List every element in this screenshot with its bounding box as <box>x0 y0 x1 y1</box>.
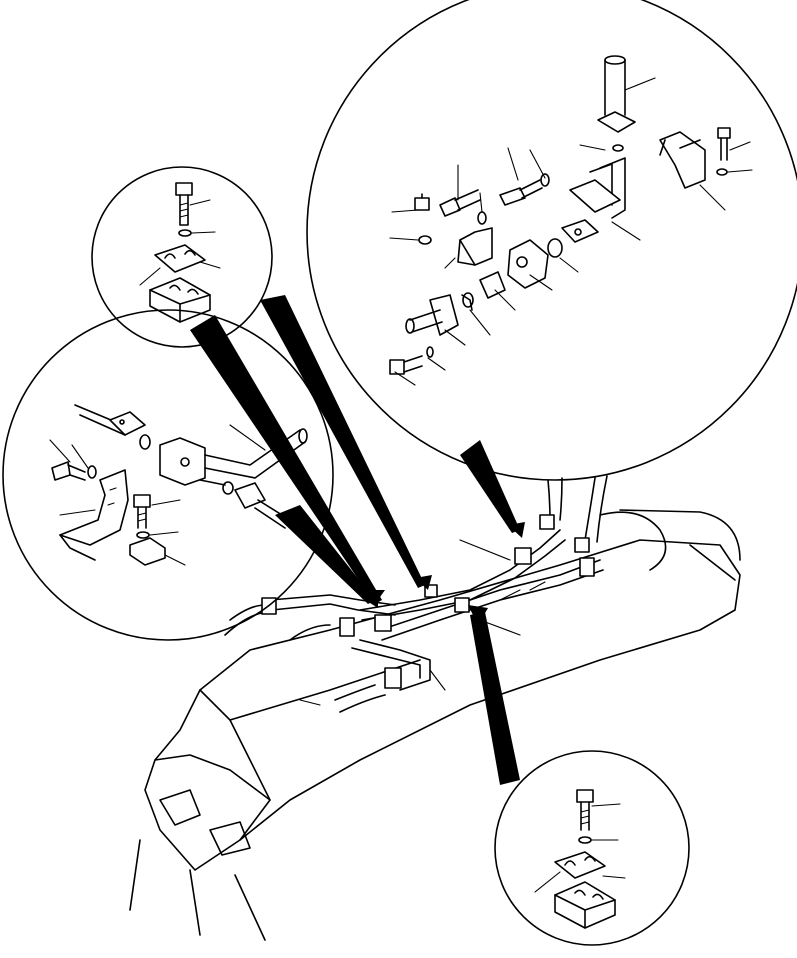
junction-block-icon <box>159 437 206 486</box>
pipe-clamp <box>374 614 392 632</box>
clamp-lower-icon <box>554 881 616 929</box>
clamp-upper-icon <box>554 851 606 879</box>
washer-icon <box>578 836 592 844</box>
angle-bracket-icon <box>59 469 129 546</box>
pipe-clamp <box>454 597 470 613</box>
detail-top-left-clamp <box>91 166 273 348</box>
washer-icon <box>178 229 192 237</box>
callout-arrow-mid-left <box>275 505 375 604</box>
detail-top-right-swivel <box>306 0 797 481</box>
clamp-icon <box>129 537 166 566</box>
bracket-icon <box>659 131 706 189</box>
callout-arrow-top-right <box>460 440 520 533</box>
swivel-joint <box>514 547 532 565</box>
bolt-icon <box>576 789 594 803</box>
clamp-upper-icon <box>154 244 206 273</box>
swivel-block-icon <box>507 239 549 289</box>
callout-arrow-bottom-right <box>470 612 520 785</box>
detail-bottom-right-clamp <box>494 750 690 946</box>
pipe-clamp <box>539 514 555 530</box>
boom-assembly <box>129 475 741 941</box>
callout-arrow-top-left-2 <box>260 295 425 588</box>
o-ring-icon <box>547 238 563 258</box>
pipe-clamp <box>339 617 355 637</box>
pipe-clamp <box>384 667 402 689</box>
callout-arrow-top-left <box>190 315 382 604</box>
bolt-icon <box>175 182 193 196</box>
callout-arrows <box>190 295 525 785</box>
detail-mid-left-bracket <box>2 309 334 641</box>
pipe-clamp <box>574 537 590 553</box>
clamp-lower-icon <box>149 277 211 323</box>
pipe-clamp <box>579 557 595 577</box>
